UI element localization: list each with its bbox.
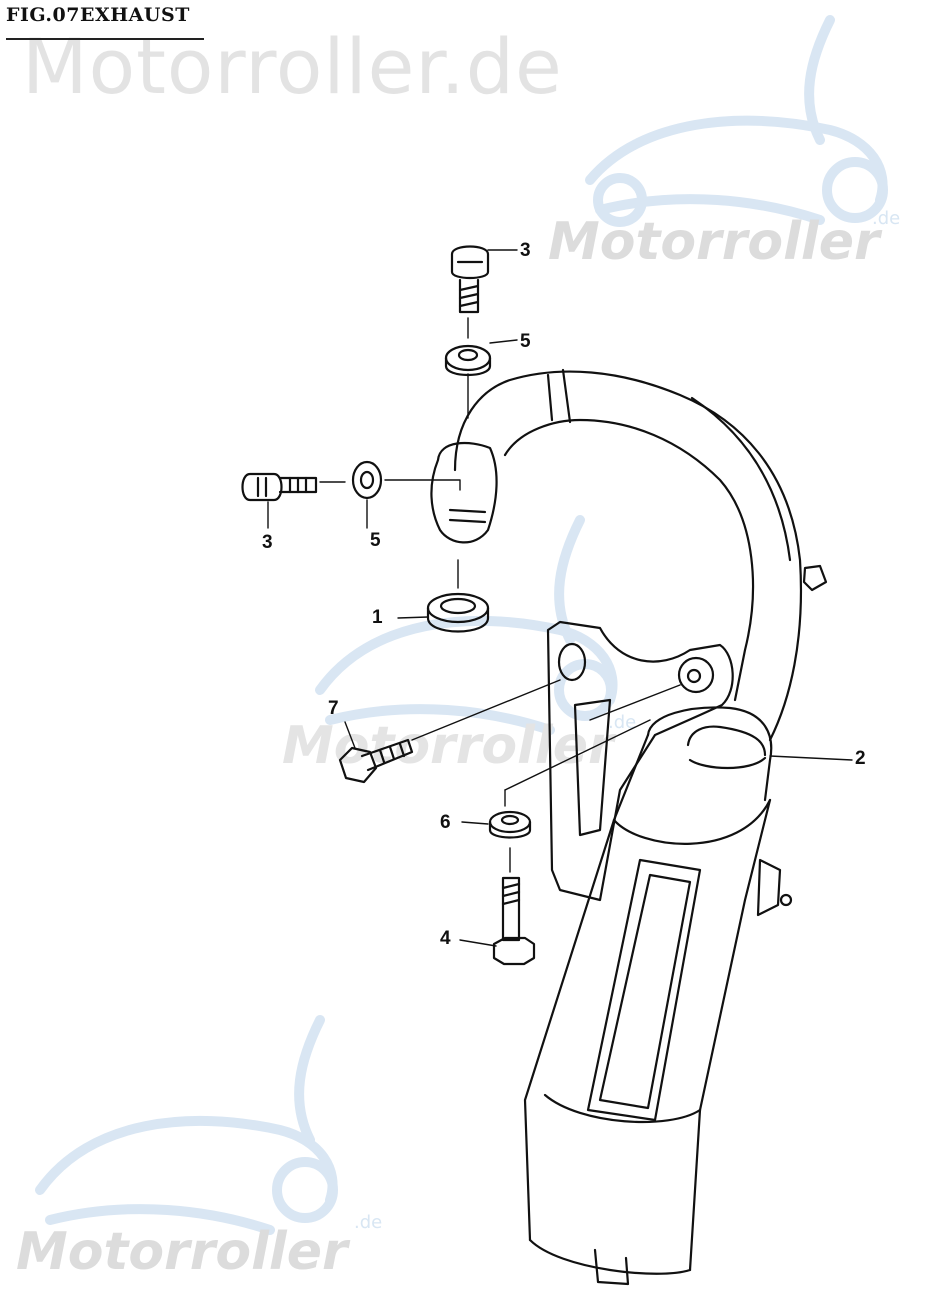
callout-3-left: 3 <box>262 532 273 553</box>
part-3-bolt-left <box>241 472 318 502</box>
mounting-bracket <box>546 620 734 902</box>
watermark-header: Motorroller.de <box>22 22 563 111</box>
watermark-logo-bottom: Motorroller <box>16 1222 348 1282</box>
part-4-bolt <box>492 876 536 966</box>
watermark-logo-bottom-suffix: .de <box>354 1212 383 1233</box>
part-7-flange-bolt <box>338 738 414 784</box>
part-6-washer <box>488 810 532 839</box>
figure-title: FIG.07EXHAUST <box>6 4 190 26</box>
callout-1: 1 <box>372 607 383 628</box>
connector-lines <box>267 249 853 947</box>
callout-5-top: 5 <box>520 331 531 352</box>
title-underline <box>6 38 204 40</box>
watermark-logo-top-suffix: .de <box>872 208 901 229</box>
callout-3-top: 3 <box>520 240 531 261</box>
muffler-body <box>523 706 793 1286</box>
callout-2: 2 <box>855 748 866 769</box>
part-3-bolt-top <box>450 245 490 314</box>
callout-5-left: 5 <box>370 530 381 551</box>
callout-6: 6 <box>440 812 451 833</box>
watermark-logo-top: Motorroller <box>548 212 880 272</box>
watermark-logo-middle-suffix: .de <box>608 712 637 733</box>
exhaust-pipe <box>430 368 828 742</box>
part-1-gasket <box>426 592 490 633</box>
part-5-washer-left <box>351 460 383 500</box>
part-5-washer-top <box>444 344 492 376</box>
callout-7: 7 <box>328 698 339 719</box>
callout-4: 4 <box>440 928 451 949</box>
